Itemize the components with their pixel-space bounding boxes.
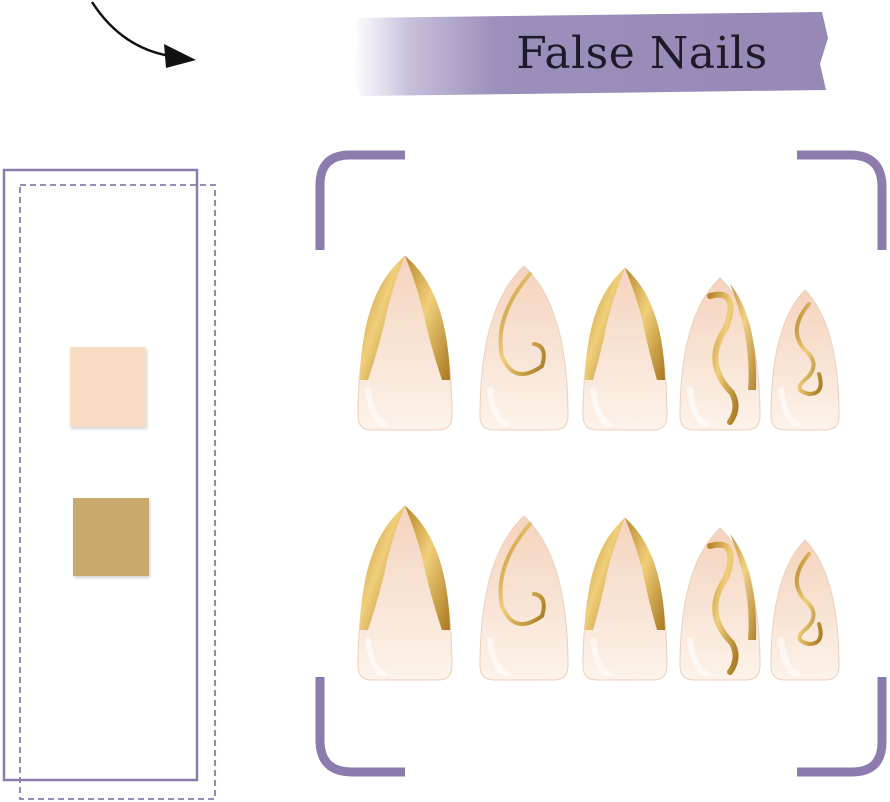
corner-brackets (315, 150, 887, 777)
nail-display-frame (305, 140, 890, 802)
nail-tip (770, 289, 840, 431)
nail-tip (582, 517, 668, 681)
nail-tip (479, 265, 569, 431)
color-swatch-panel (0, 165, 225, 802)
curved-arrow-icon (80, 0, 210, 80)
nail-tip (679, 527, 761, 681)
page-title: False Nails (516, 28, 768, 79)
nail-tip (582, 267, 668, 431)
swatch-gold (73, 498, 149, 576)
nail-tip (357, 505, 453, 681)
nail-set-image (315, 150, 887, 777)
nail-tip (357, 255, 453, 431)
title-banner: False Nails (352, 8, 828, 98)
nail-tip (770, 539, 840, 681)
swatch-nude (70, 347, 146, 427)
nail-tip (479, 515, 569, 681)
nail-tip (679, 277, 761, 431)
